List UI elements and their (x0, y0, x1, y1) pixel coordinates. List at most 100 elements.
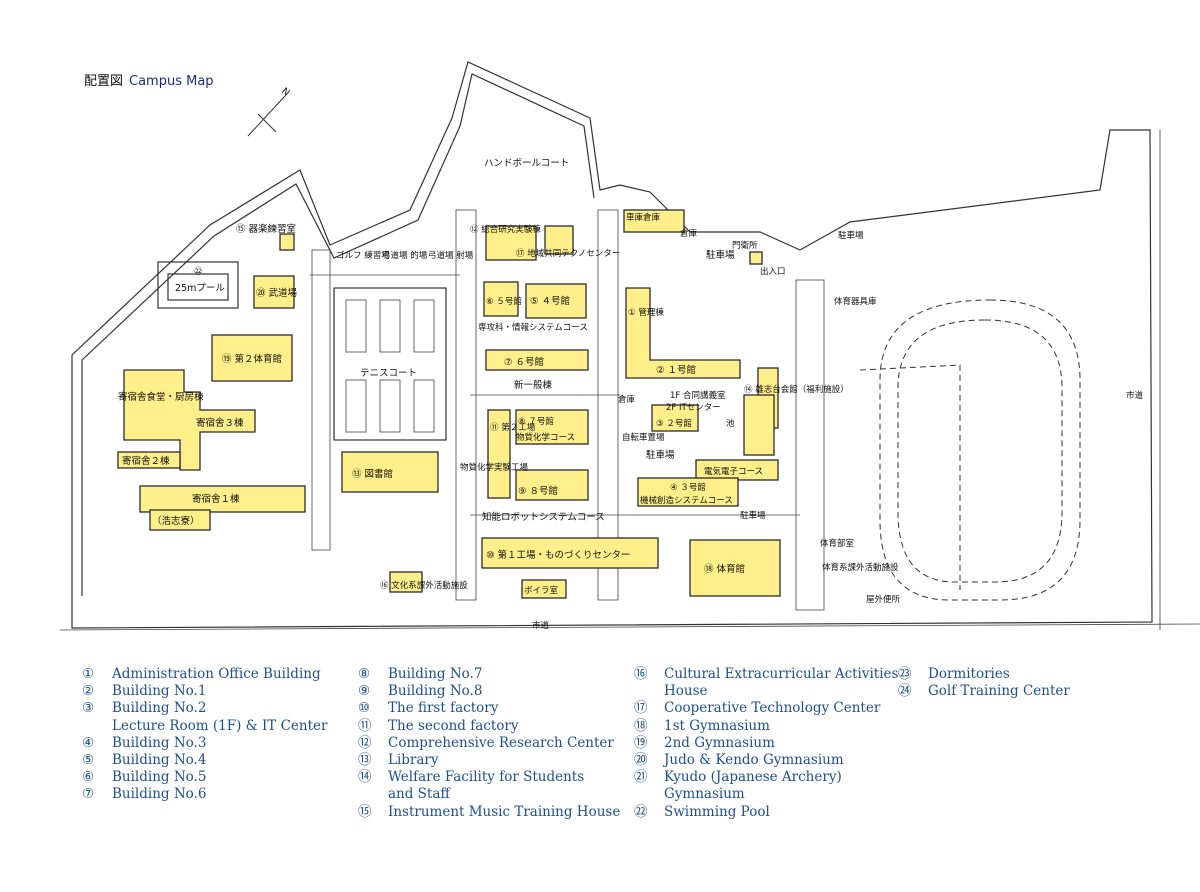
legend-item-label: Golf Training Center (928, 683, 1070, 700)
legend-item-label: Building No.3 (112, 734, 207, 751)
building-3 (651, 404, 699, 432)
label-entrance: 出入口 (760, 266, 786, 277)
label-boiler: ボイラ室 (524, 585, 559, 596)
building-17 (544, 225, 574, 255)
athletic-field (859, 299, 1081, 601)
legend-item-label: Instrument Music Training House (388, 803, 621, 820)
legend-item-number: ⑩ (358, 700, 371, 717)
building-13 (341, 451, 439, 493)
label-warehouse2: 倉庫 (618, 394, 636, 405)
legend-item-number: ⑱ (634, 717, 648, 734)
map-title-ja: 配置図 (84, 74, 124, 89)
label-course-elec: 電気電子コース (704, 466, 763, 477)
swimming-pool: 25mプール ㉒ (157, 261, 239, 309)
legend-item-number: ⑦ (82, 786, 95, 803)
label-parking-small: 駐車場 (740, 510, 766, 521)
legend-item-label: The second factory (388, 717, 519, 734)
legend-item-number: ⑰ (634, 700, 648, 717)
label-b20: ⑳ 武道場 (256, 287, 298, 299)
map-title-en: Campus Map (129, 74, 214, 89)
label-warehouse: 倉庫 (680, 228, 698, 239)
legend-item: ① Administration Office Building (82, 666, 327, 683)
dorm-haoshi (149, 509, 211, 531)
label-toilet: 屋外便所 (866, 594, 901, 605)
legend-item: ㉔ Golf Training Center (898, 683, 1070, 700)
building-4 (637, 477, 739, 507)
label-archery1: 弓道場 的場 (382, 250, 428, 261)
label-b2: ② １号館 (656, 364, 696, 376)
label-club-room: 体育部室 (820, 538, 855, 549)
legend-item-number: ⑨ (358, 683, 371, 700)
building-7 (485, 349, 589, 371)
label-lecture-room: 1F 合同講義室 (670, 390, 726, 401)
legend-item: ⑩ The first factory (358, 700, 620, 717)
legend-item-label: Judo & Kendo Gymnasium (664, 752, 844, 769)
boiler-room (521, 579, 567, 599)
building-labels: ⑮ 器楽練習室 ⑳ 武道場 ⑲ 第２体育館 寄宿舎食堂・厨房棟 寄宿舎３棟 寄宿… (118, 158, 1144, 631)
label-b3: ③ ２号館 (656, 418, 692, 429)
legend-item-label: 2nd Gymnasium (664, 734, 775, 751)
label-dorm2: 寄宿舎２棟 (122, 455, 170, 467)
label-b18: ⑱ 体育館 (704, 563, 745, 575)
campus-map: N テニスコート (59, 61, 1200, 631)
legend-item-number: ① (82, 666, 95, 682)
label-course-chem: 物質化学コース (516, 432, 575, 443)
label-b17: ⑰ 地域共同テクノセンター (516, 248, 620, 259)
label-road-right: 市道 (1126, 390, 1144, 401)
building-19 (211, 334, 293, 382)
label-b9: ⑨ ８号館 (518, 485, 558, 497)
legend-item-label: Building No.1 (112, 683, 207, 700)
legend-item-label: Welfare Facility for Students and Staff (388, 769, 585, 803)
label-b6: ⑥ ５号館 (486, 296, 522, 307)
pool-label: 25mプール (175, 283, 225, 294)
legend-item-label: Building No.5 (112, 769, 207, 786)
roads (310, 209, 825, 611)
legend-item-label: Dormitories (928, 666, 1010, 682)
label-golf: ゴルフ 練習場 (336, 250, 390, 261)
building-10 (481, 537, 659, 569)
legend-item-number: ⑤ (82, 752, 95, 769)
legend-item: ⑤ Building No.4 (82, 752, 327, 769)
label-b14: ⑭ 雄志台会館（福利施設） (744, 384, 849, 395)
legend-item-number: ② (82, 683, 95, 700)
building-15 (279, 233, 295, 251)
label-b8: ⑧ ７号館 (518, 416, 554, 427)
legend-item-number: ④ (82, 734, 95, 751)
garage (623, 209, 685, 233)
label-pe-club: 体育系課外活動施設 (822, 562, 899, 573)
label-b13: ⑬ 図書館 (352, 468, 393, 480)
tennis-court-label: テニスコート (360, 368, 417, 379)
legend-item-label: The first factory (388, 700, 499, 717)
label-course-mech: 機械創造システムコース (640, 495, 733, 506)
label-b16: ⑯ 文化系課外活動施設 (380, 580, 468, 591)
legend-item-number: ⑧ (358, 666, 371, 682)
dorm-2 (117, 451, 181, 469)
building-9 (515, 469, 589, 501)
legend-item-number: ⑳ (634, 752, 648, 769)
legend-item-label: Swimming Pool (664, 803, 770, 820)
legend-item-number: ㉔ (898, 683, 912, 700)
compass-north-label: N (279, 86, 292, 99)
legend-item-number: ⑯ (634, 666, 648, 682)
legend-item-label: Administration Office Building (112, 666, 321, 682)
legend-item-label: Building No.4 (112, 752, 207, 769)
pool-num: ㉒ (194, 267, 203, 277)
label-course-robot: 知能ロボットシステムコース (482, 511, 605, 523)
legend-item-number: ⑫ (358, 734, 372, 751)
label-b1: ① 管理棟 (628, 307, 664, 318)
